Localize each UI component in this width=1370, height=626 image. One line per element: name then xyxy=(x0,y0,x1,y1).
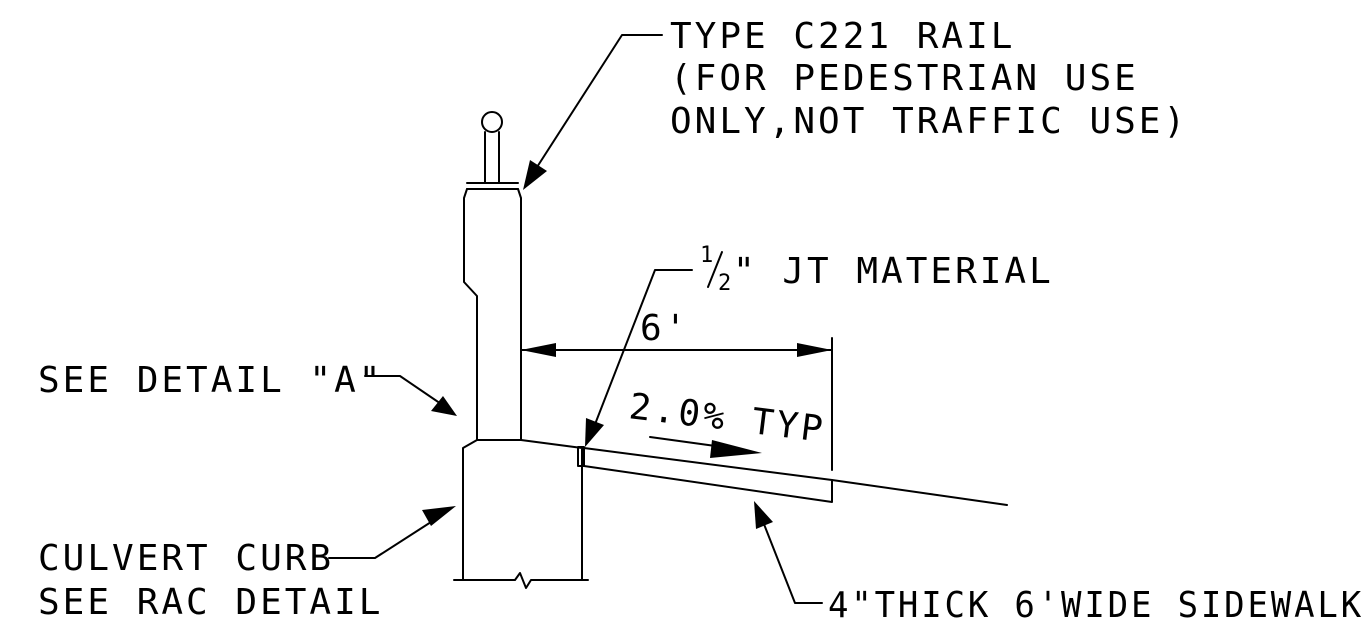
slope-label: 2.0% TYP xyxy=(627,386,828,451)
detail-a-leader: SEE DETAIL "A" xyxy=(38,360,457,416)
rail-label-line3: ONLY,NOT TRAFFIC USE) xyxy=(670,101,1188,142)
sidewalk-label: 4"THICK 6'WIDE SIDEWALK xyxy=(828,585,1364,626)
rail-parapet xyxy=(462,188,583,581)
slope-arrow: 2.0% TYP xyxy=(627,386,828,458)
curb-break-line xyxy=(453,572,589,589)
rail-label-line2: (FOR PEDESTRIAN USE xyxy=(670,58,1139,99)
rail-leader: TYPE C221 RAIL (FOR PEDESTRIAN USE ONLY,… xyxy=(523,16,1188,190)
joint-label: " JT MATERIAL xyxy=(733,251,1054,292)
detail-a-label: SEE DETAIL "A" xyxy=(38,360,383,401)
sidewalk-slab xyxy=(583,447,833,503)
curb-label-line2: SEE RAC DETAIL xyxy=(38,582,383,623)
ground-line xyxy=(831,479,1008,506)
rail-handrail xyxy=(466,111,519,190)
curb-label-line1: CULVERT CURB xyxy=(38,538,334,579)
joint-leader: 1 2 " JT MATERIAL xyxy=(585,243,1054,447)
joint-fraction-numerator: 1 xyxy=(700,243,713,268)
curb-leader: CULVERT CURB SEE RAC DETAIL xyxy=(38,506,456,623)
rail-label-line1: TYPE C221 RAIL xyxy=(670,16,1015,57)
dimension-6ft: 6' xyxy=(520,308,833,471)
joint-fraction-denominator: 2 xyxy=(718,271,731,296)
sidewalk-leader: 4"THICK 6'WIDE SIDEWALK xyxy=(754,501,1364,626)
dimension-label: 6' xyxy=(640,308,689,349)
